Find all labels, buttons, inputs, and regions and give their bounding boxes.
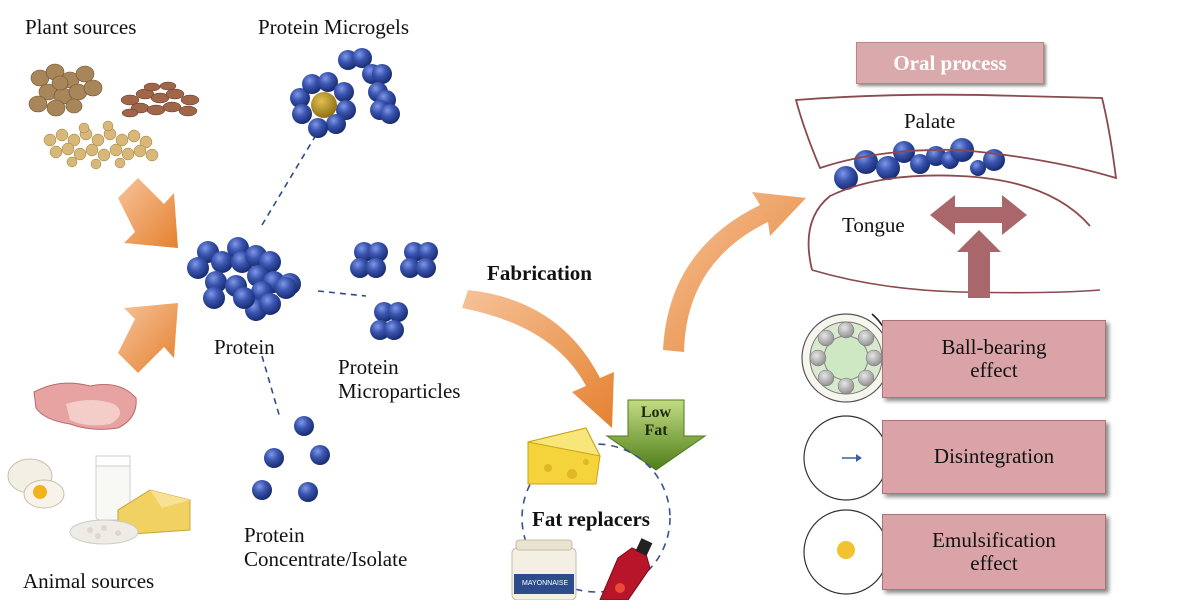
- protein-microparticles-line1: Protein: [338, 355, 399, 379]
- protein-microgels-label: Protein Microgels: [258, 15, 410, 39]
- disintegration-line1: Disintegration: [933, 444, 1055, 469]
- low-fat-label: Low Fat: [632, 404, 680, 441]
- ball-bearing-line2: effect: [970, 358, 1018, 382]
- emulsification-line1: Emulsification: [932, 527, 1056, 552]
- microgel-bead: [334, 82, 354, 102]
- ball-bearing-box: Ball-bearing effect: [882, 320, 1106, 398]
- animal-sources-label: Animal sources: [23, 569, 155, 593]
- palate-bead: [854, 150, 878, 174]
- palate-bead: [834, 166, 858, 190]
- microparticle-bead: [374, 302, 394, 322]
- isolate-bead: [310, 445, 330, 465]
- protein-concentrate-label: Protein Concentrate/Isolate: [244, 523, 408, 571]
- microparticle-bead: [366, 258, 386, 278]
- microparticle-bead: [400, 258, 420, 278]
- microgel-bead: [336, 100, 356, 120]
- plant-sources-label: Plant sources: [25, 15, 137, 39]
- plant-to-protein-arrow: [118, 178, 178, 248]
- low-fat-arrow: [605, 399, 707, 471]
- low-fat-line2: Fat: [644, 422, 668, 440]
- plant-seeds-image: [28, 63, 200, 170]
- mayonnaise-jar-icon: [511, 539, 577, 600]
- disintegration-arrow-head: [856, 454, 862, 462]
- animal-products-image: [7, 382, 191, 545]
- low-fat-line1: Low: [640, 404, 672, 421]
- microparticle-bead: [418, 242, 438, 262]
- oil-droplet-icon: [837, 541, 855, 559]
- isolate-bead: [294, 416, 314, 436]
- protein-label: Protein: [214, 335, 275, 359]
- protein-bead: [187, 257, 209, 279]
- microparticle-bead: [370, 320, 390, 340]
- microparticle-bead: [354, 242, 374, 262]
- mouth-floor-line: [811, 269, 1101, 294]
- ball-bearing-line1: Ball-bearing: [941, 334, 1047, 359]
- microparticle-bead: [404, 242, 424, 262]
- microparticle-bead: [384, 320, 404, 340]
- microgel-bead: [318, 72, 338, 92]
- bearing-icon: [801, 313, 895, 403]
- palate-bead: [926, 146, 946, 166]
- palate-label: Palate: [904, 109, 956, 133]
- microgel-bead: [308, 118, 328, 138]
- tongue-outline: [807, 174, 1091, 271]
- microgel-core: [311, 92, 337, 118]
- ketchup-bottle-icon: [599, 538, 653, 600]
- palate-outline: [794, 93, 1118, 180]
- protein-bead: [205, 271, 227, 293]
- double-arrow-icon: [930, 195, 1027, 235]
- microgel-bead: [380, 104, 400, 124]
- isolate-bead: [264, 448, 284, 468]
- fabrication-label: Fabrication: [487, 261, 592, 285]
- palate-bead: [876, 156, 900, 180]
- oral-process-arrow: [663, 192, 806, 352]
- microparticle-bead: [350, 258, 370, 278]
- animal-to-protein-arrow: [118, 303, 178, 373]
- palate-bead: [970, 160, 986, 176]
- microparticle-bead: [368, 242, 388, 262]
- protein-bead: [203, 287, 225, 309]
- oral-process-box: Oral process: [856, 42, 1044, 84]
- up-arrow-icon: [957, 230, 1001, 298]
- disintegration-box: Disintegration: [882, 420, 1106, 494]
- dashed-connectors: [261, 124, 367, 419]
- fabrication-arrow: [462, 290, 614, 428]
- protein-microparticles-line2: Microparticles: [338, 378, 461, 403]
- microparticle-bead: [388, 302, 408, 322]
- protein-bead: [275, 277, 297, 299]
- microgel-bead: [302, 74, 322, 94]
- protein-concentrate-line2: Concentrate/Isolate: [244, 546, 408, 571]
- protein-microparticles-label: Protein Microparticles: [338, 355, 461, 403]
- protein-concentrate-line1: Protein: [244, 523, 305, 547]
- protein-bead: [233, 287, 255, 309]
- emulsification-line2: effect: [970, 551, 1018, 575]
- microgel-bead: [352, 48, 372, 68]
- microgel-bead: [326, 114, 346, 134]
- mayonnaise-label: MAYONNAISE: [522, 580, 569, 587]
- emulsification-box: Emulsification effect: [882, 514, 1106, 590]
- tongue-label: Tongue: [842, 213, 905, 237]
- fat-replacers-label: Fat replacers: [532, 507, 650, 531]
- microgel-bead: [292, 104, 312, 124]
- isolate-bead: [252, 480, 272, 500]
- microparticle-bead: [416, 258, 436, 278]
- microgel-bead: [290, 88, 310, 108]
- protein-bead: [211, 251, 233, 273]
- cheese-icon: [527, 427, 601, 485]
- protein-bead: [259, 293, 281, 315]
- microgel-bead: [372, 64, 392, 84]
- palate-bead: [910, 154, 930, 174]
- fat-replacers-circle: [521, 443, 671, 593]
- isolate-bead: [298, 482, 318, 502]
